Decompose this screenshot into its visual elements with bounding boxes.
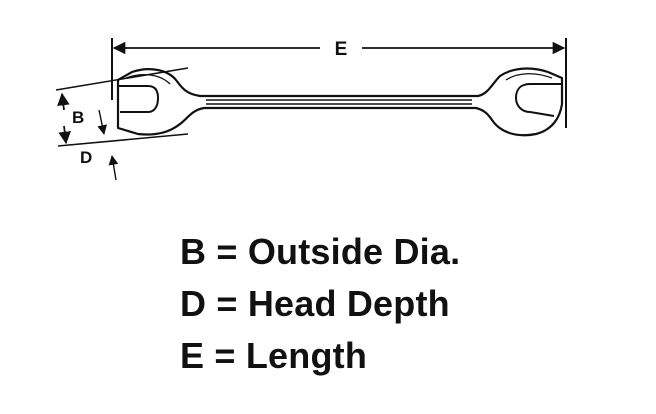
outside-dia-label: B bbox=[72, 108, 84, 127]
length-dimension: E bbox=[111, 38, 567, 128]
head-depth-dimension: D bbox=[80, 109, 119, 181]
head-depth-arrow-down bbox=[97, 109, 107, 135]
wrench-left-jaw bbox=[118, 85, 159, 113]
head-depth-label: D bbox=[80, 148, 92, 167]
outside-dia-dimension: B bbox=[55, 67, 189, 147]
legend-line-head-depth: D = Head Depth bbox=[180, 283, 450, 324]
dimension-legend: B = Outside Dia. D = Head Depth E = Leng… bbox=[180, 226, 640, 382]
length-label: E bbox=[335, 39, 348, 60]
outside-dia-extension-top bbox=[55, 67, 189, 91]
wrench-right-head-contour bbox=[505, 73, 553, 81]
wrench bbox=[116, 67, 564, 137]
wrench-dimension-diagram: E B D bbox=[55, 38, 567, 181]
legend-line-outside-dia: B = Outside Dia. bbox=[180, 231, 461, 272]
wrench-outline bbox=[116, 67, 564, 137]
legend-line-length: E = Length bbox=[180, 335, 368, 376]
wrench-right-jaw bbox=[515, 83, 562, 117]
head-depth-arrow-up bbox=[108, 155, 119, 181]
outside-dia-arrow-up bbox=[57, 92, 70, 111]
outside-dia-arrow-down bbox=[58, 125, 71, 145]
wrench-left-head-contour bbox=[125, 73, 171, 85]
outside-dia-extension-bottom bbox=[57, 133, 189, 147]
